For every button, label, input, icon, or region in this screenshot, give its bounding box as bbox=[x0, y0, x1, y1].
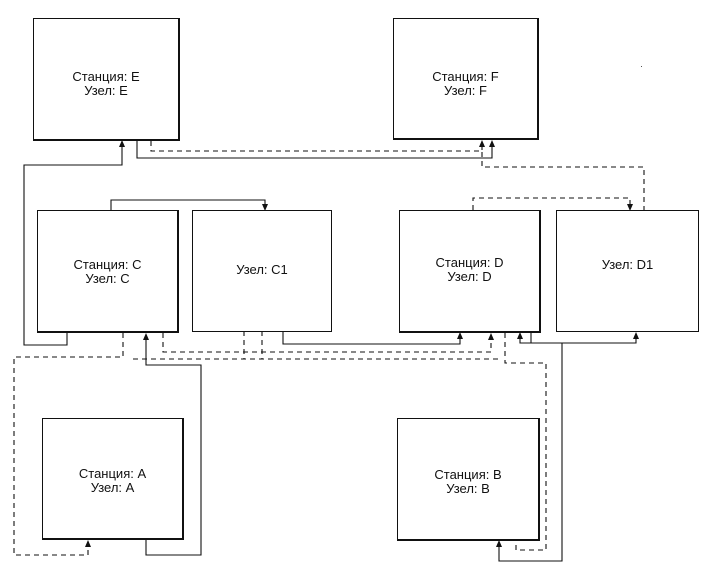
node-c-station: Станция: C bbox=[73, 257, 142, 272]
arrowhead bbox=[496, 540, 502, 547]
link-c-to-e bbox=[23, 147, 123, 346]
link-c-d-dashed bbox=[162, 333, 492, 353]
node-c-node: Узел: C bbox=[85, 271, 130, 286]
link-c-to-c1 bbox=[110, 199, 266, 210]
node-e-station: Станция: E bbox=[72, 69, 140, 84]
link-b-to-d bbox=[498, 338, 563, 562]
node-f: Станция: F Узел: F bbox=[393, 18, 539, 140]
node-d-node: Узел: D bbox=[447, 269, 492, 284]
node-c: Станция: C Узел: C bbox=[37, 210, 179, 333]
node-a: Станция: A Узел: A bbox=[42, 418, 184, 540]
node-b: Станция: B Узел: B bbox=[397, 418, 540, 541]
node-f-station: Станция: F bbox=[432, 69, 499, 84]
link-d-to-b-dashed bbox=[504, 333, 547, 551]
arrowhead bbox=[143, 333, 149, 340]
arrowhead bbox=[489, 140, 495, 147]
node-f-node: Узел: F bbox=[444, 83, 487, 98]
arrowhead bbox=[85, 540, 91, 547]
node-c1: Узел: C1 bbox=[192, 210, 332, 332]
arrowhead bbox=[119, 140, 125, 147]
node-d-station: Станция: D bbox=[435, 255, 504, 270]
link-e-f-dashed bbox=[150, 141, 483, 152]
node-b-node: Узел: B bbox=[446, 481, 490, 496]
speck bbox=[641, 66, 642, 67]
arrowhead bbox=[479, 140, 485, 147]
arrowhead bbox=[262, 204, 268, 211]
arrowhead bbox=[627, 204, 633, 211]
arrowhead bbox=[457, 332, 463, 339]
node-b-station: Станция: B bbox=[434, 467, 502, 482]
link-d-to-d1-dashed bbox=[472, 197, 631, 210]
node-c1-node: Узел: C1 bbox=[236, 262, 288, 277]
link-c1-to-d bbox=[282, 331, 461, 345]
node-d: Станция: D Узел: D bbox=[399, 210, 541, 333]
node-d1-node: Узел: D1 bbox=[601, 257, 654, 272]
node-a-station: Станция: A bbox=[78, 466, 147, 481]
link-a-to-c bbox=[145, 340, 202, 556]
link-d-to-d1 bbox=[530, 332, 637, 344]
node-d1: Узел: D1 bbox=[556, 210, 699, 332]
node-a-node: Узел: A bbox=[90, 480, 135, 495]
link-a-to-c-dashed bbox=[13, 333, 124, 556]
node-e: Станция: E Узел: E bbox=[33, 18, 180, 141]
link-f-d1-dashed bbox=[481, 152, 645, 211]
link-e-to-f bbox=[136, 140, 493, 159]
arrowhead bbox=[633, 332, 639, 339]
node-e-node: Узел: E bbox=[84, 83, 128, 98]
arrowhead bbox=[517, 332, 523, 339]
arrowhead bbox=[488, 333, 494, 340]
